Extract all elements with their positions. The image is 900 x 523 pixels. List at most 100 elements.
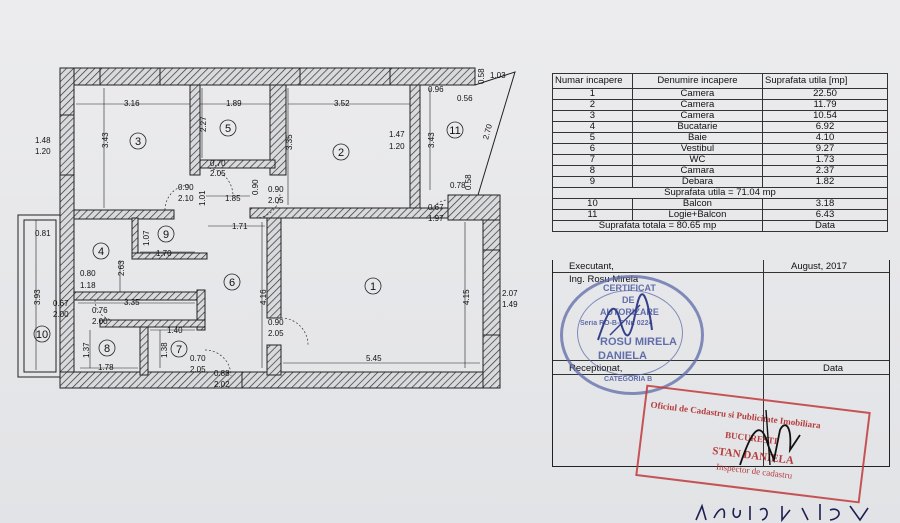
room-area-cell: 1.73 [762,154,888,166]
room-number-2: 2 [338,147,344,159]
dim-label: 0.80 [80,269,96,278]
dim-label: 1.78 [98,363,114,372]
grand-total-data: Data [762,220,888,232]
dim-label: 2.00 [92,317,108,326]
room-area-cell: 2.37 [762,165,888,177]
room-area-cell: 4.10 [762,132,888,144]
dim-label: 3.52 [334,99,350,108]
area-table: Numar incapere Denumire incapere Suprafa… [552,73,888,232]
dim-label: 2.05 [268,329,284,338]
room-name-cell: Camara [631,165,764,177]
inspector-signature [739,409,801,466]
room-number-7: 7 [176,344,182,356]
room-area-cell: 6.92 [762,121,888,133]
dim-label: 0.70 [190,354,206,363]
handwritten-note [695,503,869,523]
room-name-cell: Bucatarie [631,121,764,133]
dim-label: 3.35 [285,134,294,150]
room-name-cell: WC [631,154,764,166]
room-number-11: 11 [449,125,460,137]
dim-label: 0.70 [210,159,226,168]
dim-label: 5.45 [366,354,382,363]
table-header-row: Numar incapere Denumire incapere Suprafa… [552,73,888,89]
dim-label: 1.70 [156,249,172,258]
room-num-cell: 2 [552,99,633,111]
dim-label: 0.90 [178,183,194,192]
room-number-markers [33,119,464,358]
room-num-cell: 1 [552,88,633,100]
room-num-cell: 3 [552,110,633,122]
room-number-3: 3 [135,136,141,148]
dim-label: 1.07 [142,230,151,246]
dim-label: 1.01 [198,190,207,206]
stamp-text: Seria RO-B-F Nr. 0224 [580,320,653,327]
stamp-text: ROSU MIRELA [600,336,677,348]
useful-total-row: Suprafata utila = 71.04 mp [552,187,888,199]
dimension-labels: 3.16 1.89 3.52 3.43 2.27 3.35 1.47 1.20 … [33,68,518,389]
dim-label: 0.88 [214,369,230,378]
dim-label: 3.35 [124,298,140,307]
room-number-5: 5 [225,123,231,135]
dim-label: 0.81 [35,229,51,238]
walls [59,67,501,389]
grand-total: Suprafata totala = 80.65 mp [552,220,763,232]
room-num-cell: 7 [552,154,633,166]
dim-label: 1.47 [389,130,405,139]
stamp-text: AUTORIZARE [600,307,659,317]
extra-num-cell: 11 [552,209,633,221]
signature-divider [763,260,764,466]
col-header-name: Denumire incapere [631,73,764,89]
room-number-10: 10 [36,329,48,341]
room-numbers: 1 2 3 4 5 6 7 8 9 10 11 [36,123,461,356]
dim-label: 2.00 [53,310,69,319]
dim-label: 2.05 [268,196,284,205]
extra-name-cell: Balcon [631,198,764,210]
window-lines [17,68,516,378]
dim-label: 3.16 [124,99,140,108]
room-num-cell: 5 [552,132,633,144]
executant-label: Executant, [569,261,614,272]
room-area-cell: 9.27 [762,143,888,155]
dim-label: 1.40 [167,326,183,335]
room-name-cell: Baie [631,132,764,144]
stamp-text: CATEGORIA B [604,376,653,383]
dim-label: 1.18 [80,281,96,290]
room-number-4: 4 [98,246,104,258]
room-area-cell: 22.50 [762,88,888,100]
col-header-area: Suprafata utila [mp] [762,73,888,89]
room-area-cell: 10.54 [762,110,888,122]
room-number-6: 6 [229,277,235,289]
room-name-cell: Camera [631,88,764,100]
useful-total: Suprafata utila = 71.04 mp [552,187,888,199]
dim-label: 4.15 [462,289,471,305]
executant-date: August, 2017 [791,261,847,272]
room-name-cell: Camera [631,110,764,122]
dim-label: 3.43 [101,132,110,148]
dim-label: 2.05 [190,365,206,374]
dim-label: 0.76 [92,306,108,315]
room-name-cell: Debara [631,176,764,188]
col-header-number: Numar incapere [552,73,633,89]
dim-label: 2.27 [199,116,208,132]
room-name-cell: Camera [631,99,764,111]
dim-label: 0.96 [428,85,444,94]
extra-name-cell: Logie+Balcon [631,209,764,221]
door-swings [94,167,449,377]
room-area-cell: 1.82 [762,176,888,188]
dim-label: 1.38 [160,342,169,358]
dimension-lines [35,88,480,370]
dim-label: 0.56 [457,94,473,103]
dim-label: 2.10 [178,194,194,203]
dim-label: 1.89 [226,99,242,108]
dim-label: 0.90 [268,318,284,327]
room-num-cell: 8 [552,165,633,177]
